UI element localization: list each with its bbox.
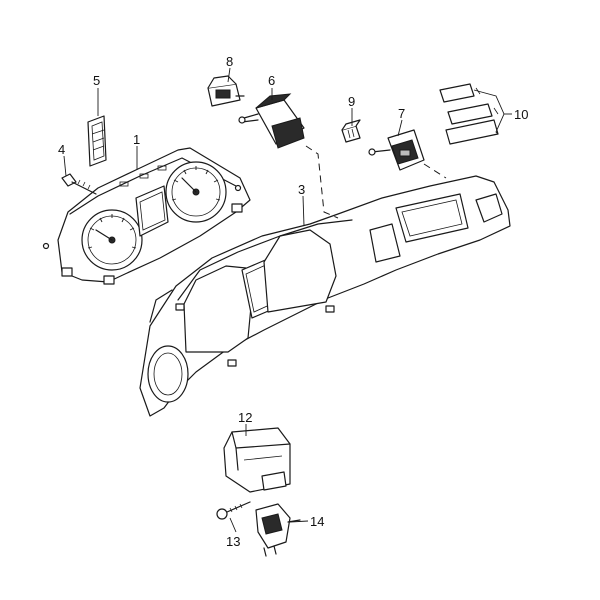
part-10-trim-strips <box>439 83 499 145</box>
callout-8: 8 <box>226 54 233 69</box>
part-1-instrument-cluster <box>42 147 251 285</box>
leader-lines <box>63 67 512 533</box>
callout-4: 4 <box>58 142 65 157</box>
part-3-dashboard-panel <box>139 175 511 417</box>
part-6-switch-unit <box>238 93 305 149</box>
part-12-module <box>223 427 291 493</box>
callout-13: 13 <box>226 534 240 549</box>
part-5-connector-strip <box>87 115 107 167</box>
callout-3: 3 <box>298 182 305 197</box>
part-4-screw <box>61 173 97 195</box>
callout-1: 1 <box>133 132 140 147</box>
callout-14: 14 <box>310 514 324 529</box>
left-gauge-ticks <box>87 214 137 249</box>
callout-9: 9 <box>348 94 355 109</box>
callout-10: 10 <box>514 107 528 122</box>
part-9-block <box>341 119 361 143</box>
callout-labels: 1 3 4 5 6 7 8 9 10 12 13 14 <box>58 54 528 549</box>
part-14-connector <box>255 503 301 557</box>
callout-6: 6 <box>268 73 275 88</box>
part-13-screw <box>216 501 251 520</box>
callout-12: 12 <box>238 410 252 425</box>
callout-7: 7 <box>398 106 405 121</box>
right-gauge-ticks <box>171 166 221 201</box>
callout-5: 5 <box>93 73 100 88</box>
part-7-switch <box>368 129 425 171</box>
part-8-switch <box>207 75 245 107</box>
